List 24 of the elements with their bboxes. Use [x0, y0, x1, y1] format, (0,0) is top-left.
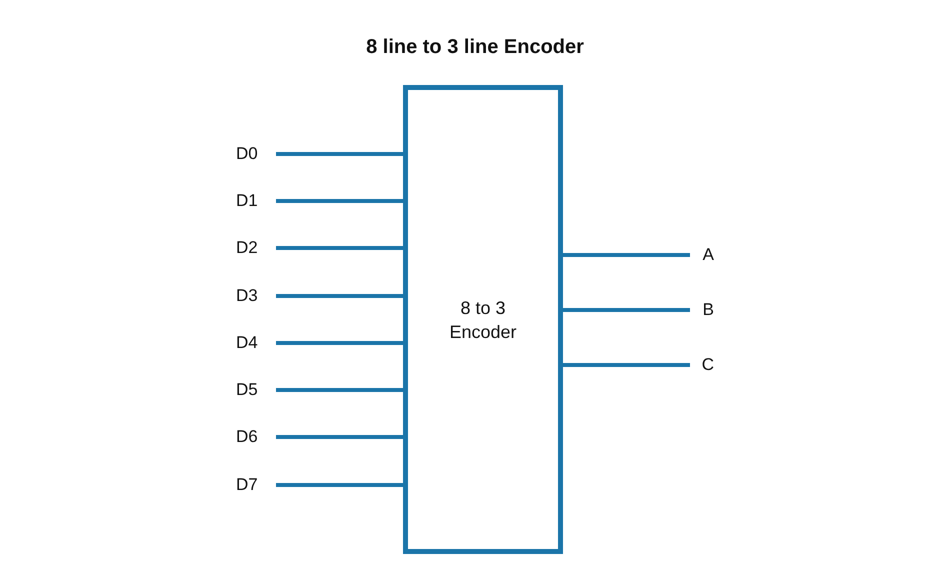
signal-label: D6 [230, 425, 276, 449]
signal-line [276, 246, 406, 250]
signal-label: D0 [230, 142, 276, 166]
signal-line [276, 152, 406, 156]
signal-line [276, 294, 406, 298]
signal-label: D2 [230, 236, 276, 260]
signal-line [276, 435, 406, 439]
signal-label: D4 [230, 331, 276, 355]
encoder-block: 8 to 3 Encoder [403, 85, 563, 554]
signal-label: D3 [230, 284, 276, 308]
signal-label: B [690, 298, 720, 322]
signal-label: C [690, 353, 720, 377]
signal-line [563, 253, 690, 257]
signal-line [563, 363, 690, 367]
signal-line [276, 341, 406, 345]
signal-label: A [690, 243, 720, 267]
signal-line [563, 308, 690, 312]
signal-label: D7 [230, 473, 276, 497]
diagram-title: 8 line to 3 line Encoder [365, 35, 585, 60]
signal-line [276, 483, 406, 487]
signal-line [276, 199, 406, 203]
signal-label: D1 [230, 189, 276, 213]
signal-label: D5 [230, 378, 276, 402]
signal-line [276, 388, 406, 392]
